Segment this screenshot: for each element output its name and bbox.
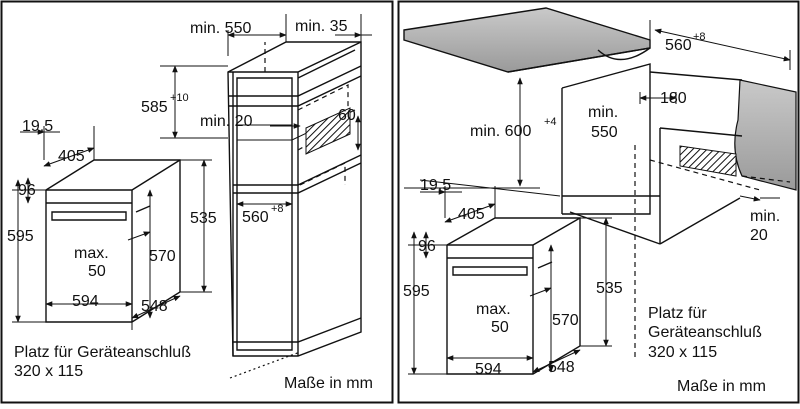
right-frame [397,0,800,404]
right-dim-570: 570 [552,312,579,329]
left-note-line1: Platz für Geräteanschluß [14,344,191,361]
right-dim-max: max. [476,301,511,318]
left-dim-min35: min. 35 [295,18,348,35]
left-dim-50: 50 [88,263,106,280]
right-dim-535: 535 [596,280,623,297]
tall-cabinet [227,41,362,357]
right-dim-594: 594 [475,361,502,378]
right-units: Maße in mm [677,378,766,395]
right-dim-595: 595 [403,283,430,300]
left-dim-max: max. [74,245,109,262]
left-dim-560: 560 [242,209,269,226]
left-dim-585: 585 [141,99,168,116]
left-frame [0,0,394,404]
left-dim-60: 60 [338,107,356,124]
left-note-line2: 320 x 115 [14,363,83,380]
right-dim-560: 560 [665,37,692,54]
right-dim-550: 550 [591,124,618,141]
right-note-line2: Geräteanschluß [648,324,762,341]
worktop-right [734,79,797,191]
right-dim-180: 180 [660,90,687,107]
left-dim-min20: min. 20 [200,113,253,130]
right-dim-560-sup: +8 [693,31,706,43]
right-note-line1: Platz für [648,305,707,322]
left-dim-560-sup: +8 [271,203,284,215]
right-panel: 560 +8 180 min. 600 +4 min. 550 min. 20 … [403,7,797,395]
left-panel: min. 550 min. 35 585 +10 min. 20 60 560 … [7,14,373,392]
right-dim-405: 405 [458,206,485,223]
right-dim-min: min. [588,104,618,121]
base-cabinet [561,63,743,245]
socket-area-left [305,107,351,155]
right-dim-96: 96 [418,238,436,255]
right-note-line3: 320 x 115 [648,344,717,361]
left-dim-19-5: 19,5 [22,118,53,135]
left-dim-585-sup: +10 [170,92,189,104]
oven-right [446,217,581,375]
right-dim-min20-a: min. [750,208,780,225]
left-dim-548: 548 [141,298,168,315]
right-dim-548: 548 [548,359,575,376]
left-dim-min550: min. 550 [190,20,251,37]
left-dim-594: 594 [72,293,99,310]
left-units: Maße in mm [284,375,373,392]
socket-area-right [679,145,737,177]
right-dim-min600: min. 600 [470,123,531,140]
left-dim-405: 405 [58,148,85,165]
left-dim-535: 535 [190,210,217,227]
left-dim-570: 570 [149,248,176,265]
left-dim-96: 96 [18,182,36,199]
right-dim-min600-sup: +4 [544,116,557,128]
right-dim-50: 50 [491,319,509,336]
right-dim-19-5: 19,5 [420,177,451,194]
right-dim-min20-b: 20 [750,227,768,244]
left-dim-595: 595 [7,228,34,245]
worktop [403,7,651,73]
